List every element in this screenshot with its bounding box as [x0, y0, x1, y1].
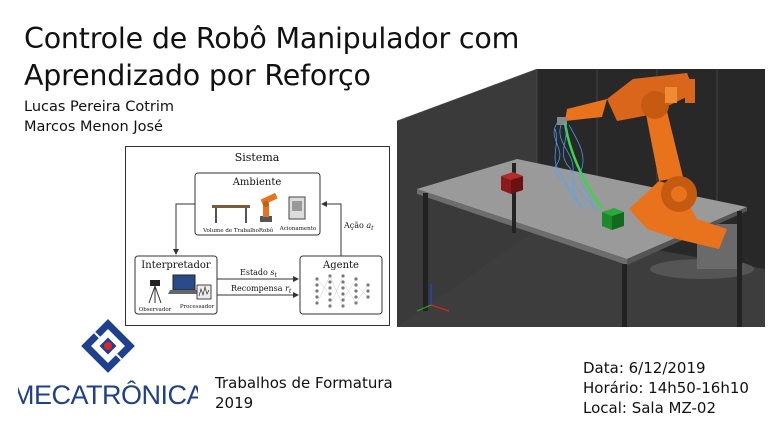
author-1: Lucas Pereira Cotrim [24, 99, 175, 115]
env-item-actuator: Acionamento [279, 226, 317, 232]
action-arrow [321, 201, 342, 256]
date: Data: 6/12/2019 [583, 359, 706, 377]
author-2: Marcos Menon José [24, 119, 163, 135]
laptop-icon [168, 274, 200, 294]
state-label: Estado st [240, 268, 278, 279]
robot-icon [260, 192, 278, 222]
scene-floor [397, 229, 765, 327]
action-label: Ação at [343, 221, 374, 232]
actuator-icon [288, 196, 306, 220]
time: Horário: 14h50-16h10 [583, 379, 749, 397]
schedule-info: Data: 6/12/2019 Horário: 14h50-16h10 Loc… [583, 358, 749, 418]
neural-network-icon [315, 274, 370, 308]
robot-arm [557, 73, 727, 249]
place: Local: Sala MZ-02 [583, 399, 716, 417]
title-line-1: Controle de Robô Manipulador com [24, 22, 520, 55]
event-year: 2019 [215, 394, 254, 412]
title-line-2: Aprendizado por Reforço [24, 59, 371, 92]
agent-label: Agente [322, 260, 359, 271]
observation-arrow [173, 203, 195, 255]
env-item-robot: Robô [259, 227, 274, 234]
interp-item-processor: Processador [180, 304, 215, 310]
slide-title: Controle de Robô Manipulador com Aprendi… [24, 20, 564, 94]
system-label: Sistema [235, 151, 280, 164]
axes-gizmo [416, 284, 450, 312]
table-legs [423, 163, 742, 327]
green-object-cube [602, 208, 624, 230]
camera-icon [148, 280, 162, 304]
event-info: Trabalhos de Formatura 2019 [215, 373, 393, 413]
logo-text: MECATRÔNICA [18, 379, 198, 410]
trajectory-samples [553, 120, 598, 212]
environment-label: Ambiente [232, 177, 282, 188]
reward-label: Recompensa rt [231, 284, 292, 295]
interp-item-observer: Observador [139, 307, 172, 313]
env-item-workspace: Volume de Trabalho [202, 228, 259, 234]
processor-icon [196, 284, 212, 300]
authors: Lucas Pereira Cotrim Marcos Menon José [24, 97, 174, 137]
red-target-cube [501, 172, 523, 194]
table-icon [212, 205, 250, 223]
mecatronica-logo: MECATRÔNICA [18, 319, 198, 410]
rl-system-diagram: Sistema Ambiente Volume de Trabalho Robô… [125, 146, 390, 326]
event-name: Trabalhos de Formatura [215, 374, 393, 392]
robot-simulation-render [397, 59, 765, 327]
interpreter-label: Interpretador [141, 260, 211, 271]
